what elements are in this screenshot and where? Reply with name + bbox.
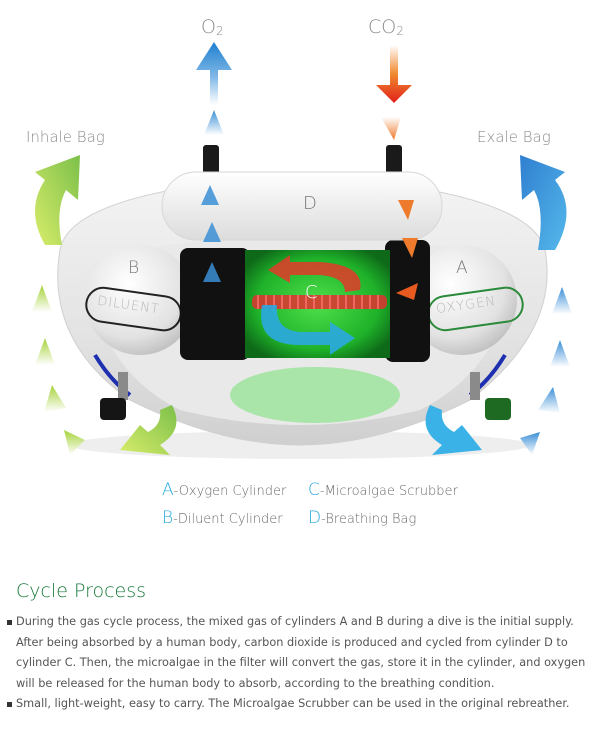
o2-pointer <box>203 262 221 282</box>
bullet-list: During the gas cycle process, the mixed … <box>6 612 596 715</box>
legend-text: -Diluent Cylinder <box>173 512 283 527</box>
bullet-square-icon <box>7 702 12 707</box>
legend-key: C <box>308 480 320 500</box>
o2-flow-arrow <box>261 305 355 355</box>
inhale-bag-label: Inhale Bag <box>26 128 105 146</box>
co2-flow-arrow <box>268 255 361 292</box>
legend-item: D-Breathing Bag <box>308 508 416 528</box>
inhale-bag-arrow <box>35 155 80 245</box>
rebreather-illustration <box>32 42 572 459</box>
co2-label-base: CO <box>368 16 397 38</box>
legend-key: A <box>162 480 174 500</box>
exhale-pointer <box>520 432 540 455</box>
exhale-pointer <box>538 387 560 413</box>
scrubber-left-cap <box>180 248 250 360</box>
legend-key: D <box>308 508 322 528</box>
legend-text: -Breathing Bag <box>321 512 417 527</box>
heating-coil <box>252 295 387 309</box>
inhale-pointer <box>44 385 66 412</box>
co2-pointer <box>402 238 418 258</box>
diluent-valve-stem <box>118 372 128 400</box>
component-letter-c: C <box>305 282 318 303</box>
co2-pointer <box>398 200 414 220</box>
diluent-cylinder-b <box>85 245 195 355</box>
bullet-text: During the gas cycle process, the mixed … <box>16 615 586 690</box>
inhale-pointer <box>32 285 52 312</box>
o2-pointer <box>201 185 219 205</box>
section-title: Cycle Process <box>16 580 147 602</box>
co2-inlet-valve <box>386 145 402 175</box>
inhale-pointer <box>35 338 55 365</box>
o2-pointer <box>204 110 224 135</box>
component-letter-d: D <box>303 193 317 214</box>
inhale-pointer <box>64 430 85 455</box>
legend-key: B <box>162 508 174 528</box>
breathing-bag-d <box>161 171 443 241</box>
legend-item: B-Diluent Cylinder <box>162 508 283 528</box>
co2-pointer <box>396 283 418 300</box>
exhale-pointer <box>552 287 572 314</box>
o2-label-sub: 2 <box>215 24 224 38</box>
legend-text: -Oxygen Cylinder <box>173 484 287 499</box>
o2-label-base: O <box>201 16 216 38</box>
scrubber-glow <box>230 367 400 423</box>
bullet-item: Small, light-weight, easy to carry. The … <box>6 694 596 715</box>
exhale-bag-arrow <box>520 155 567 250</box>
exhale-bag-label: Exale Bag <box>477 128 551 146</box>
oxygen-return-arrow <box>425 405 482 455</box>
oxygen-valve-stem <box>470 372 480 400</box>
legend-item: C-Microalgae Scrubber <box>308 480 458 500</box>
scrubber-right-cap <box>385 240 430 362</box>
o2-pointer <box>203 222 221 242</box>
co2-label-sub: 2 <box>396 24 404 38</box>
bullet-square-icon <box>7 620 12 625</box>
exhale-pointer <box>550 340 570 367</box>
legend-item: A-Oxygen Cylinder <box>162 480 286 500</box>
component-letter-a: A <box>456 258 468 278</box>
co2-pointer <box>381 117 401 140</box>
bullet-item: During the gas cycle process, the mixed … <box>6 612 596 694</box>
legend-text: -Microalgae Scrubber <box>319 484 458 499</box>
bullet-text: Small, light-weight, easy to carry. The … <box>16 697 570 710</box>
rebreather-diagram: O2 CO2 Inhale Bag Exale Bag D B A C DILU… <box>26 16 572 459</box>
co2-label: CO2 <box>368 16 404 38</box>
o2-outlet-valve <box>203 145 219 175</box>
diluent-return-arrow <box>120 405 177 455</box>
o2-exhaust-arrow <box>196 42 232 105</box>
co2-intake-arrow <box>376 45 412 103</box>
oxygen-valve-knob <box>485 398 511 420</box>
diluent-valve-knob <box>100 398 126 420</box>
component-letter-b: B <box>128 258 140 278</box>
o2-label: O2 <box>201 16 224 38</box>
